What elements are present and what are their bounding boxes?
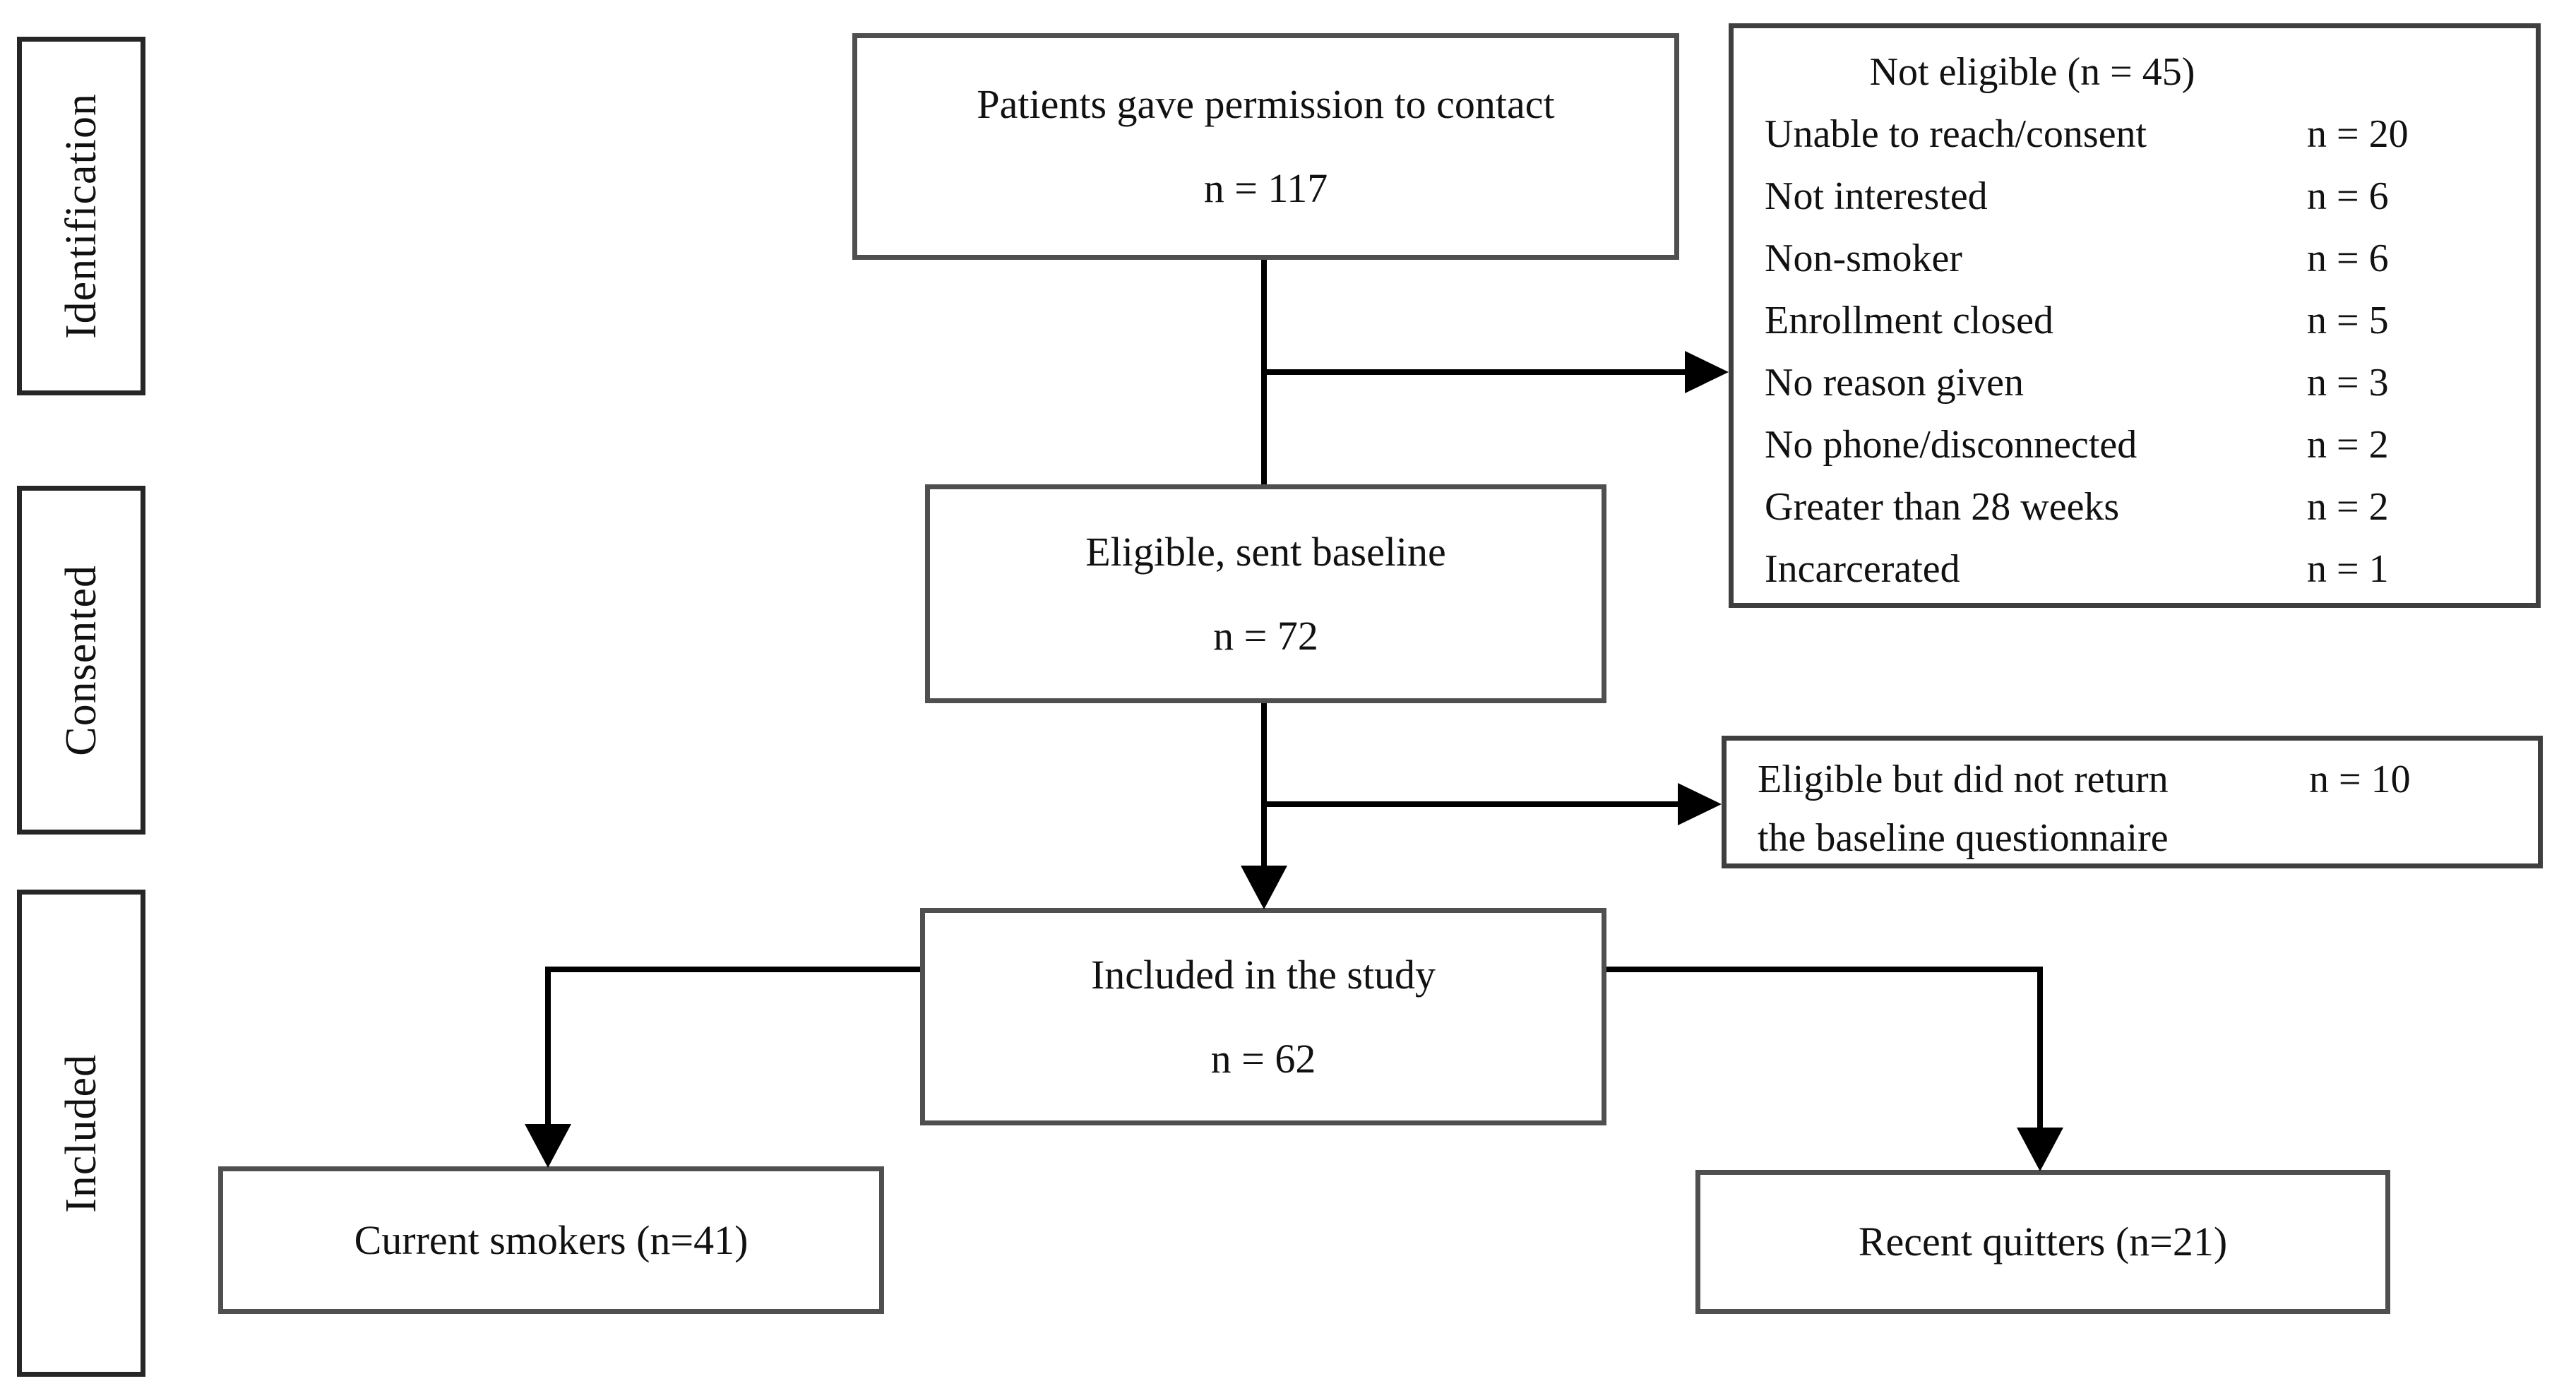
current-smokers-label: Current smokers (n=41)	[354, 1216, 749, 1263]
stage-label-identification: Identification	[56, 93, 105, 339]
permission-box-count: n = 117	[1203, 165, 1328, 211]
arrowhead-down-smokers-icon	[525, 1124, 571, 1168]
not-eligible-row: Non-smoker n = 6	[1765, 227, 2505, 289]
connector-to-not-eligible	[1261, 369, 1696, 375]
exclusion-reason: Enrollment closed	[1765, 299, 2054, 342]
stage-box-identification: Identification	[17, 37, 145, 395]
not-eligible-row: Greater than 28 weeks n = 2	[1765, 476, 2505, 538]
exclusion-count: n = 1	[2307, 547, 2389, 591]
exclusion-reason: Greater than 28 weeks	[1765, 485, 2120, 529]
eligible-box-text: Eligible, sent baseline	[1085, 528, 1446, 575]
connector-included-to-smokers-vertical	[545, 967, 551, 1125]
exclusion-count: n = 2	[2307, 423, 2389, 467]
exclusion-count: n = 6	[2307, 174, 2389, 218]
permission-box: Patients gave permission to contact n = …	[852, 33, 1679, 260]
not-returned-box: Eligible but did not return the baseline…	[1722, 736, 2543, 868]
connector-included-to-quitters-horizontal	[1606, 967, 2043, 972]
exclusion-reason: No phone/disconnected	[1765, 423, 2137, 467]
arrowhead-down-quitters-icon	[2017, 1128, 2063, 1171]
not-returned-line1: Eligible but did not return	[1758, 758, 2169, 801]
arrowhead-down-included-icon	[1241, 866, 1287, 909]
connector-included-to-quitters-vertical	[2037, 967, 2043, 1129]
stage-label-consented: Consented	[56, 564, 105, 756]
exclusion-count: n = 20	[2307, 112, 2409, 156]
recent-quitters-box: Recent quitters (n=21)	[1695, 1170, 2390, 1314]
stage-box-included: Included	[17, 890, 145, 1377]
not-eligible-title: Not eligible (n = 45)	[1869, 50, 2195, 94]
stage-box-consented: Consented	[17, 486, 145, 835]
not-returned-count: n = 10	[2309, 758, 2411, 801]
exclusion-reason: Unable to reach/consent	[1765, 112, 2147, 156]
included-box-text: Included in the study	[1090, 951, 1436, 998]
recent-quitters-label: Recent quitters (n=21)	[1858, 1219, 2228, 1265]
arrowhead-right-not-eligible-icon	[1685, 351, 1729, 393]
not-eligible-row: No phone/disconnected n = 2	[1765, 414, 2505, 476]
not-eligible-row: No reason given n = 3	[1765, 352, 2505, 414]
exclusion-reason: Non-smoker	[1765, 237, 1962, 280]
current-smokers-box: Current smokers (n=41)	[218, 1166, 884, 1314]
not-eligible-row: Incarcerated n = 1	[1765, 538, 2505, 600]
exclusion-count: n = 6	[2307, 237, 2389, 280]
exclusion-count: n = 3	[2307, 361, 2389, 405]
exclusion-reason: Not interested	[1765, 174, 1988, 218]
exclusion-count: n = 5	[2307, 299, 2389, 342]
not-eligible-row: Enrollment closed n = 5	[1765, 289, 2505, 352]
exclusion-count: n = 2	[2307, 485, 2389, 529]
connector-eligible-to-included	[1261, 703, 1267, 870]
eligible-box: Eligible, sent baseline n = 72	[925, 484, 1606, 703]
connector-to-not-returned	[1261, 801, 1681, 807]
included-box: Included in the study n = 62	[920, 908, 1606, 1125]
not-returned-text: Eligible but did not return the baseline…	[1758, 751, 2309, 868]
not-eligible-row: Not interested n = 6	[1765, 165, 2505, 227]
stage-label-included: Included	[56, 1053, 105, 1213]
arrowhead-right-not-returned-icon	[1678, 783, 1722, 825]
eligible-box-count: n = 72	[1213, 612, 1318, 659]
permission-box-text: Patients gave permission to contact	[977, 81, 1555, 128]
not-eligible-box: Not eligible (n = 45) Unable to reach/co…	[1729, 23, 2541, 608]
exclusion-reason: Incarcerated	[1765, 547, 1960, 591]
included-box-count: n = 62	[1210, 1035, 1316, 1082]
not-eligible-row: Unable to reach/consent n = 20	[1765, 103, 2505, 165]
not-returned-line2: the baseline questionnaire	[1758, 815, 2169, 860]
exclusion-reason: No reason given	[1765, 361, 2025, 405]
connector-included-to-smokers-horizontal	[545, 967, 920, 972]
